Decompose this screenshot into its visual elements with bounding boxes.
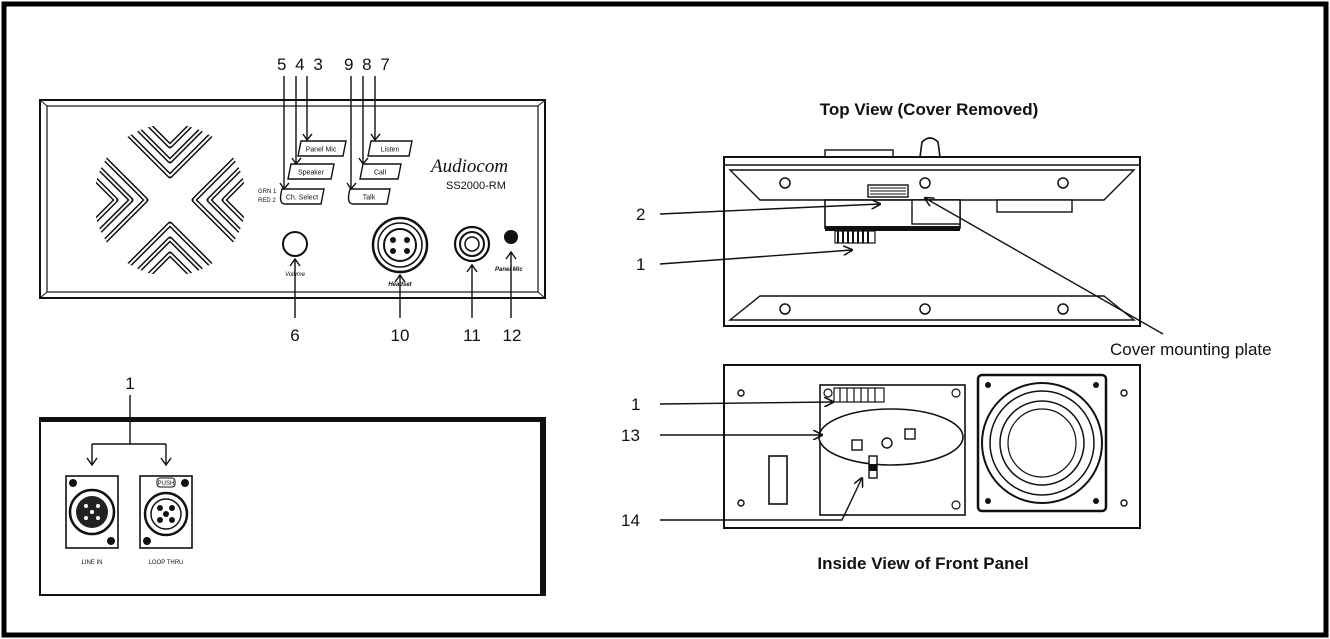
- panel-mic-jack[interactable]: [453, 225, 491, 263]
- top-callout-1: 1: [636, 255, 645, 274]
- button-talk[interactable]: Talk: [347, 188, 391, 205]
- top-view-leader-lines: [659, 198, 1164, 335]
- callout-11: 11: [463, 326, 481, 345]
- talk-button-label: Talk: [363, 195, 376, 202]
- line-in-label: LINE IN: [81, 560, 102, 566]
- ch-select-button-label: Ch. Select: [286, 195, 318, 202]
- button-speaker[interactable]: Speaker: [287, 163, 335, 180]
- cover-mounting-plate-label: Cover mounting plate: [1110, 340, 1272, 359]
- top-view-title: Top View (Cover Removed): [820, 100, 1039, 119]
- callout-10: 10: [391, 326, 410, 345]
- rear-speaker: [976, 373, 1108, 513]
- speaker-button-label: Speaker: [298, 170, 325, 177]
- button-ch-select[interactable]: Ch. Select: [279, 188, 325, 205]
- inside-view: 1 13 14 Inside View of Front Panel: [621, 364, 1141, 573]
- volume-knob[interactable]: [282, 231, 308, 257]
- red-channel-label: RED 2: [258, 198, 276, 204]
- panel-mic-button-label: Panel Mic: [306, 147, 337, 154]
- inside-callout-1: 1: [631, 395, 640, 414]
- top-callout-2: 2: [636, 205, 645, 224]
- headset-connector[interactable]: [371, 216, 429, 274]
- rear-callout-1: 1: [125, 374, 134, 393]
- loop-thru-connector[interactable]: PUSH: [139, 475, 193, 549]
- callout-987: 9 8 7: [344, 55, 392, 74]
- callout-12: 12: [503, 326, 522, 345]
- rear-leader-lines: [86, 395, 172, 467]
- top-view: Top View (Cover Removed) 2 1 Cover m: [636, 100, 1272, 359]
- inside-callout-14: 14: [621, 511, 640, 530]
- status-led: [504, 230, 518, 244]
- panel-mic-jack-label: Panel Mic: [495, 267, 523, 273]
- loop-thru-label: LOOP THRU: [149, 560, 184, 566]
- front-panel: Panel Mic Speaker Ch. Select GRN 1 RED 2…: [39, 55, 546, 345]
- inside-view-leader-lines: [659, 402, 862, 521]
- brand-logo-text: Audiocom: [429, 156, 508, 177]
- line-in-connector[interactable]: [65, 475, 119, 549]
- bottom-leader-lines: [289, 250, 517, 318]
- model-label: SS2000-RM: [446, 180, 506, 192]
- callout-6: 6: [290, 326, 299, 345]
- grn-channel-label: GRN 1: [258, 189, 277, 195]
- call-button-label: Call: [374, 170, 387, 177]
- rear-panel: 1 LINE IN PUS: [39, 374, 546, 596]
- inside-view-title: Inside View of Front Panel: [817, 554, 1028, 573]
- inside-callout-13: 13: [621, 426, 640, 445]
- button-call[interactable]: Call: [359, 163, 402, 180]
- button-listen[interactable]: Listen: [367, 140, 413, 157]
- listen-button-label: Listen: [381, 147, 400, 154]
- callout-543: 5 4 3: [277, 55, 325, 74]
- push-latch-label: PUSH: [158, 481, 175, 487]
- button-panel-mic[interactable]: Panel Mic: [297, 140, 347, 157]
- top-leader-lines: [279, 76, 381, 191]
